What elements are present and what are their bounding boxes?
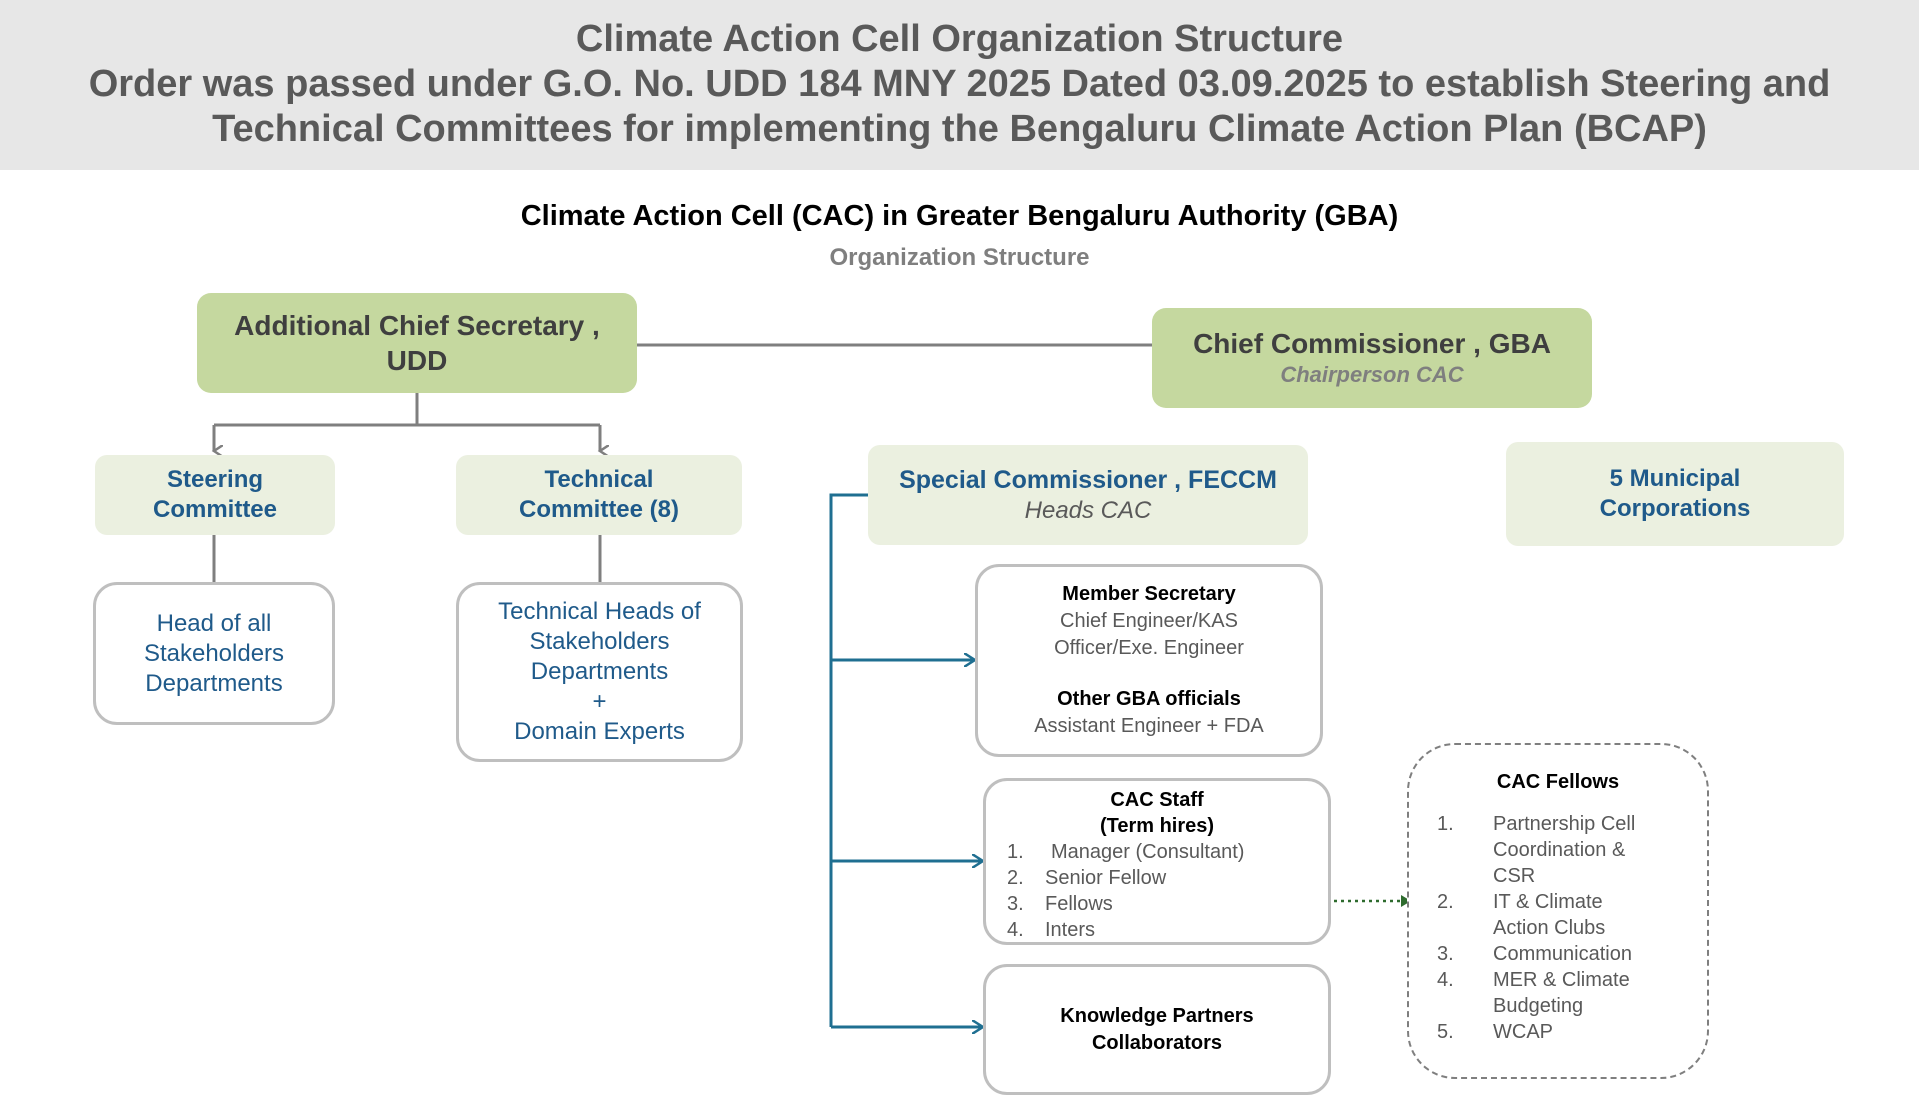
member-title: Member Secretary <box>1062 583 1236 605</box>
steering-line-1: Steering <box>166 466 264 493</box>
steering-line-2: Committee <box>152 496 278 523</box>
banner-title: Climate Action Cell Organization Structu… <box>575 18 1344 60</box>
technical-committee-box: Technical Committee (8) <box>456 455 742 535</box>
fellows-item: 4.MER & Climate Budgeting <box>1437 969 1630 1017</box>
diagram-subtitle: Organization Structure <box>829 244 1090 271</box>
technical-line-1: Technical <box>544 466 654 493</box>
staff-item: 2.Senior Fellow <box>1007 867 1167 889</box>
tech-heads-line-3: Departments <box>530 658 669 685</box>
technical-heads-box: Technical Heads of Stakeholders Departme… <box>456 582 743 762</box>
municipal-corporations-box: 5 Municipal Corporations <box>1506 442 1844 546</box>
head-all-line-2: Stakeholders <box>143 639 285 667</box>
chief-commissioner-box: Chief Commissioner , GBA Chairperson CAC <box>1152 308 1592 408</box>
member-line-1: Chief Engineer/KAS <box>1060 610 1238 632</box>
other-officials-title: Other GBA officials <box>1057 688 1241 710</box>
tech-heads-line-2: Stakeholders <box>529 628 670 655</box>
tech-heads-plus: + <box>592 688 607 715</box>
head-of-stakeholders-box: Head of all Stakeholders Departments <box>93 582 335 725</box>
steering-committee-box: Steering Committee <box>95 455 335 535</box>
special-role: Heads CAC <box>1024 497 1152 524</box>
municipal-line-2: Corporations <box>1599 495 1751 522</box>
cac-staff-box: CAC Staff (Term hires) 1.Manager (Consul… <box>983 778 1331 945</box>
chief-title: Chief Commissioner , GBA <box>1193 328 1551 359</box>
other-officials-line: Assistant Engineer + FDA <box>1034 715 1264 737</box>
acs-line-2: UDD <box>386 345 448 376</box>
staff-item: 3.Fellows <box>1007 893 1113 915</box>
special-title: Special Commissioner , FECCM <box>899 466 1277 494</box>
staff-item: 4.Inters <box>1007 919 1096 941</box>
fellows-item: 3.Communication <box>1437 943 1632 965</box>
cac-fellows-box: CAC Fellows 1.Partnership Cell Coordinat… <box>1407 743 1709 1079</box>
municipal-line-1: 5 Municipal <box>1609 465 1741 492</box>
fellows-item: 5.WCAP <box>1437 1021 1553 1043</box>
additional-chief-secretary-box: Additional Chief Secretary , UDD <box>197 293 637 393</box>
banner-order-line-2: Technical Committees for implementing th… <box>212 108 1707 150</box>
technical-line-2: Committee (8) <box>518 496 680 523</box>
knowledge-partners-box: Knowledge Partners Collaborators <box>983 964 1331 1095</box>
fellows-title: CAC Fellows <box>1496 771 1620 793</box>
chief-role: Chairperson CAC <box>1280 362 1464 387</box>
acs-line-1: Additional Chief Secretary , <box>234 310 600 341</box>
special-commissioner-box: Special Commissioner , FECCM Heads CAC <box>868 445 1308 545</box>
member-line-2: Officer/Exe. Engineer <box>1054 637 1244 659</box>
fellows-item: 2.IT & Climate Action Clubs <box>1437 891 1606 939</box>
special-bracket-line <box>829 493 870 1027</box>
banner-order-line-1: Order was passed under G.O. No. UDD 184 … <box>88 63 1831 105</box>
fellows-list: 1.Partnership Cell Coordination & CSR 2.… <box>1437 811 1657 1045</box>
knowledge-line-1: Knowledge Partners <box>1060 1004 1254 1027</box>
head-all-line-1: Head of all <box>156 609 272 637</box>
knowledge-line-2: Collaborators <box>1091 1031 1223 1054</box>
diagram-title: Climate Action Cell (CAC) in Greater Ben… <box>520 200 1399 232</box>
tech-heads-line-5: Domain Experts <box>514 718 685 745</box>
staff-subtitle: (Term hires) <box>1099 815 1215 837</box>
fellows-item: 1.Partnership Cell Coordination & CSR <box>1437 813 1636 887</box>
title-banner: Climate Action Cell Organization Structu… <box>0 0 1919 170</box>
member-secretary-box: Member Secretary Chief Engineer/KAS Offi… <box>975 564 1323 757</box>
staff-title: CAC Staff <box>1110 789 1204 811</box>
tech-heads-line-1: Technical Heads of <box>498 598 701 625</box>
staff-item: 1.Manager (Consultant) <box>1007 841 1245 863</box>
head-all-line-3: Departments <box>145 669 283 697</box>
staff-list: 1.Manager (Consultant) 2.Senior Fellow 3… <box>1007 839 1244 943</box>
